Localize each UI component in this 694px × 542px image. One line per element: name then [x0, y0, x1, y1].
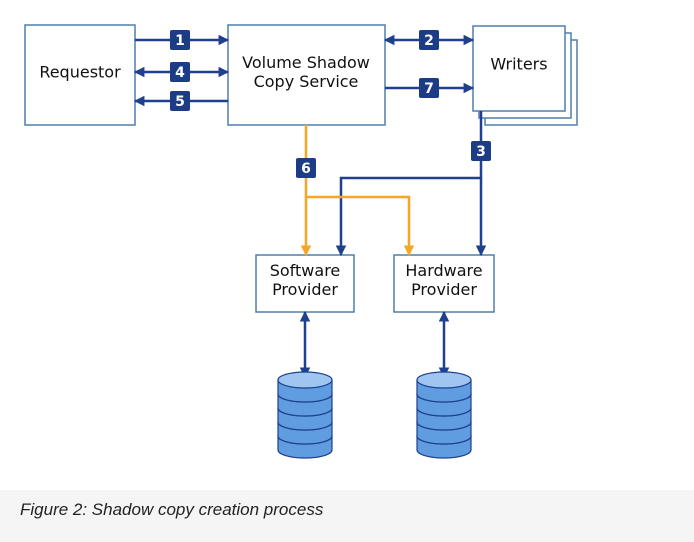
writers-box — [472, 25, 566, 112]
step-badge-4-number: 4 — [175, 65, 185, 81]
arrow-6-to-hardware — [306, 195, 415, 257]
step-badge-5-number: 5 — [175, 94, 185, 110]
step-badge-6-number: 6 — [301, 161, 311, 177]
software-provider-box — [255, 254, 355, 313]
step-badge-2 — [419, 30, 439, 50]
software-provider-label-2: Provider — [272, 280, 338, 299]
step-badge-3 — [471, 141, 491, 161]
step-badge-2-number: 2 — [424, 33, 434, 49]
hardware-provider-label-2: Provider — [411, 280, 477, 299]
vss-label-2: Copy Service — [254, 72, 359, 91]
hardware-disk-icon-platter-top-1 — [416, 371, 472, 389]
software-disk-icon-platter-top-1 — [277, 371, 333, 389]
step-badge-1 — [170, 30, 190, 50]
step-badge-5 — [170, 91, 190, 111]
step-badge-4 — [170, 62, 190, 82]
arrow-3-to-software — [335, 111, 483, 257]
software-provider-label-1: Software — [270, 261, 341, 280]
requestor-label-1: Requestor — [39, 63, 121, 82]
figure-caption: Figure 2: Shadow copy creation process — [20, 500, 324, 519]
requestor-box — [24, 24, 136, 126]
step-badge-3-number: 3 — [476, 144, 486, 160]
step-badge-7-number: 7 — [424, 81, 434, 97]
writers-label-1: Writers — [490, 55, 547, 74]
vss-label-1: Volume Shadow — [242, 53, 370, 72]
hardware-provider-label-1: Hardware — [405, 261, 482, 280]
hardware-provider-box — [393, 254, 495, 313]
caption-bar — [0, 490, 694, 542]
step-badge-1-number: 1 — [175, 33, 185, 49]
step-badge-7 — [419, 78, 439, 98]
step-badge-6 — [296, 158, 316, 178]
